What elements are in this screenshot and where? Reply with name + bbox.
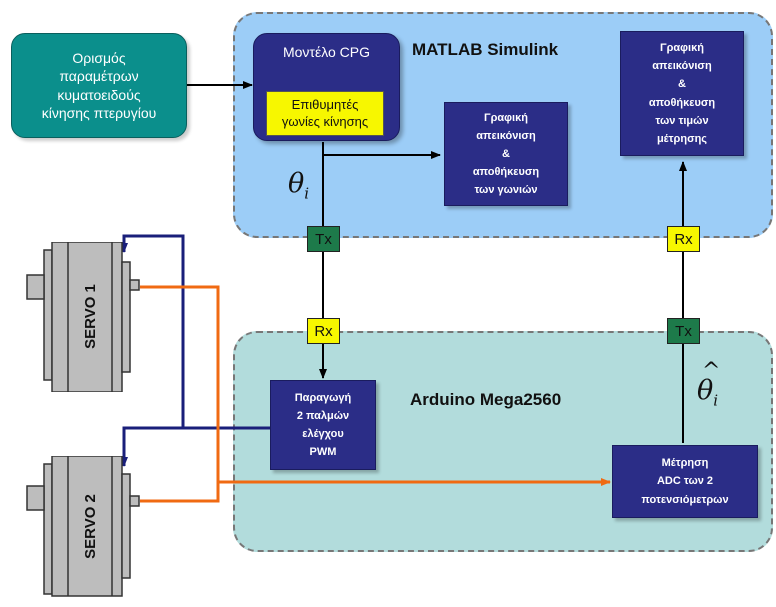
pwm-wire-servo2 — [120, 426, 270, 467]
theta-subscript: i — [304, 184, 310, 203]
rx-matlab-tag: Rx — [667, 226, 700, 252]
arduino-region-title: Arduino Mega2560 — [410, 390, 562, 409]
theta-symbol: θi — [288, 168, 309, 202]
plot-measurements-box: Γραφική απεικόνιση & αποθήκευση των τιμώ… — [620, 31, 744, 156]
theta-hat-symbol: ^ θi — [697, 359, 720, 410]
tx-arduino-tag: Tx — [667, 318, 700, 344]
matlab-region-title: MATLAB Simulink — [412, 40, 559, 59]
plot-angles-box: Γραφική απεικόνιση & αποθήκευση των γωνι… — [444, 102, 568, 206]
desired-angles-box: Επιθυμητές γωνίες κίνησης — [266, 91, 384, 136]
servo-1: SERVO 1 — [22, 242, 144, 392]
theta-hat-mark: ^ — [702, 359, 721, 384]
adc-measurement-box: Μέτρηση ADC των 2 ποτενσιόμετρων — [612, 445, 758, 518]
servo-1-shape — [26, 242, 140, 392]
theta-hat-letter: θ — [697, 375, 714, 406]
pwm-wire-servo1 — [120, 234, 270, 430]
arrow-cpg-to-plot-angles — [322, 142, 441, 159]
tx-matlab-tag: Tx — [307, 226, 340, 252]
wave-parameters-box: Ορισμός παραμέτρων κυματοειδούς κίνησης … — [11, 33, 187, 138]
servo-2: SERVO 2 — [22, 456, 144, 604]
feedback-wire-servo1 — [140, 285, 611, 486]
theta-letter: θ — [288, 168, 305, 199]
servo-2-shape — [26, 456, 140, 597]
theta-hat-subscript: i — [713, 391, 719, 410]
servo-1-label: SERVO 1 — [81, 284, 99, 349]
pwm-generation-box: Παραγωγή 2 παλμών ελέγχου PWM — [270, 380, 376, 470]
rx-arduino-tag: Rx — [307, 318, 340, 344]
servo-2-label: SERVO 2 — [81, 494, 99, 559]
feedback-wire-servo2 — [140, 482, 220, 503]
